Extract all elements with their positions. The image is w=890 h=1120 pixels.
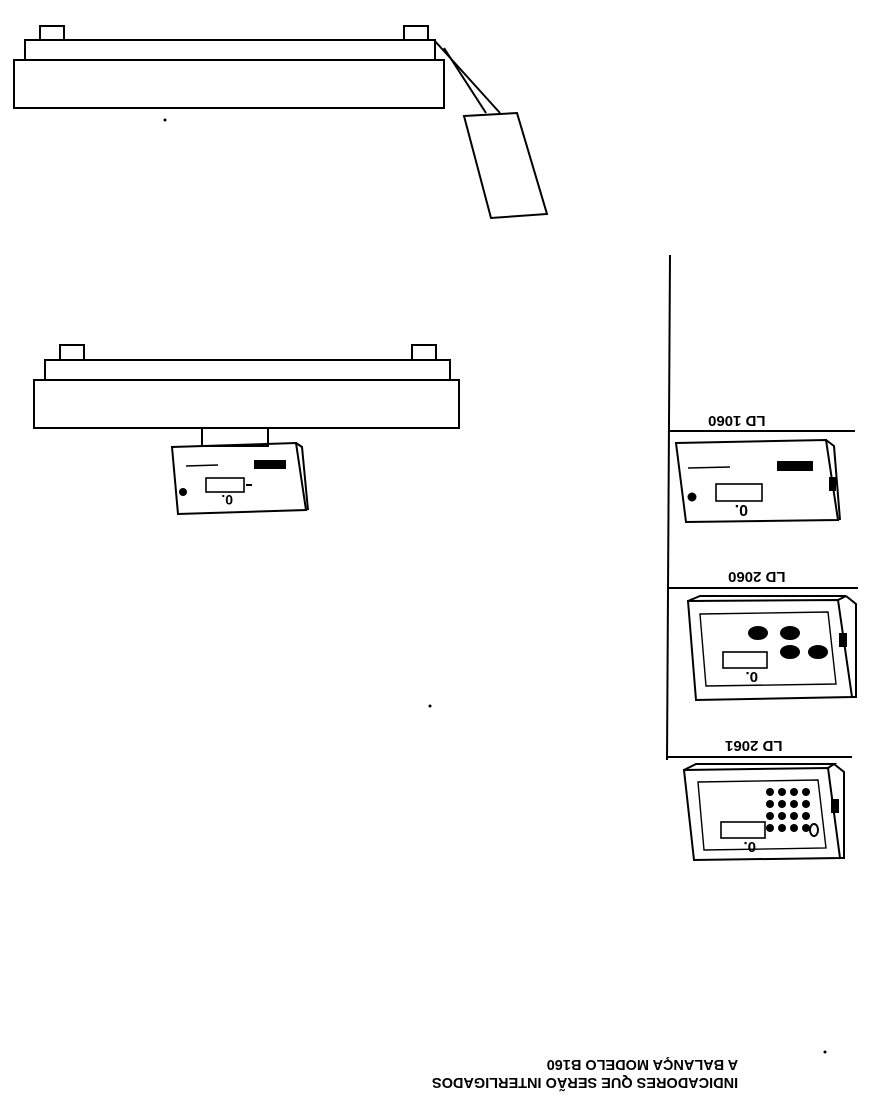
middle-indicator-readout: 0. xyxy=(221,492,233,508)
right-divider-vertical xyxy=(666,254,671,761)
top-scale-hanging-indicator xyxy=(462,111,549,220)
label-ld2060: LD 2060 xyxy=(728,568,786,585)
label-ld1060: LD 1060 xyxy=(708,412,766,429)
speck-1 xyxy=(163,118,167,122)
caption-line-2: A BALANÇA MODELO B160 xyxy=(546,1056,739,1072)
middle-indicator xyxy=(170,441,309,516)
caption-line-1: INDICADORES QUE SERÃO INTERLIGADOS xyxy=(432,1074,739,1090)
middle-scale-column xyxy=(201,427,269,447)
indicator-ld1060 xyxy=(674,438,841,524)
ld1060-readout: 0. xyxy=(735,501,748,518)
top-scale-cable xyxy=(433,39,501,114)
ld2061-readout: 0. xyxy=(743,838,756,855)
middle-scale-platform xyxy=(33,344,460,429)
indicator-ld2060 xyxy=(686,595,857,702)
speck-2 xyxy=(428,704,432,708)
label-ld2061: LD 2061 xyxy=(725,737,783,754)
diagram-caption: INDICADORES QUE SERÃO INTERLIGADOS A BAL… xyxy=(432,1055,738,1091)
top-scale-platform xyxy=(13,25,445,109)
speck-3 xyxy=(823,1050,827,1054)
indicator-ld2061 xyxy=(682,763,845,862)
ld2060-readout: 0. xyxy=(745,668,758,685)
